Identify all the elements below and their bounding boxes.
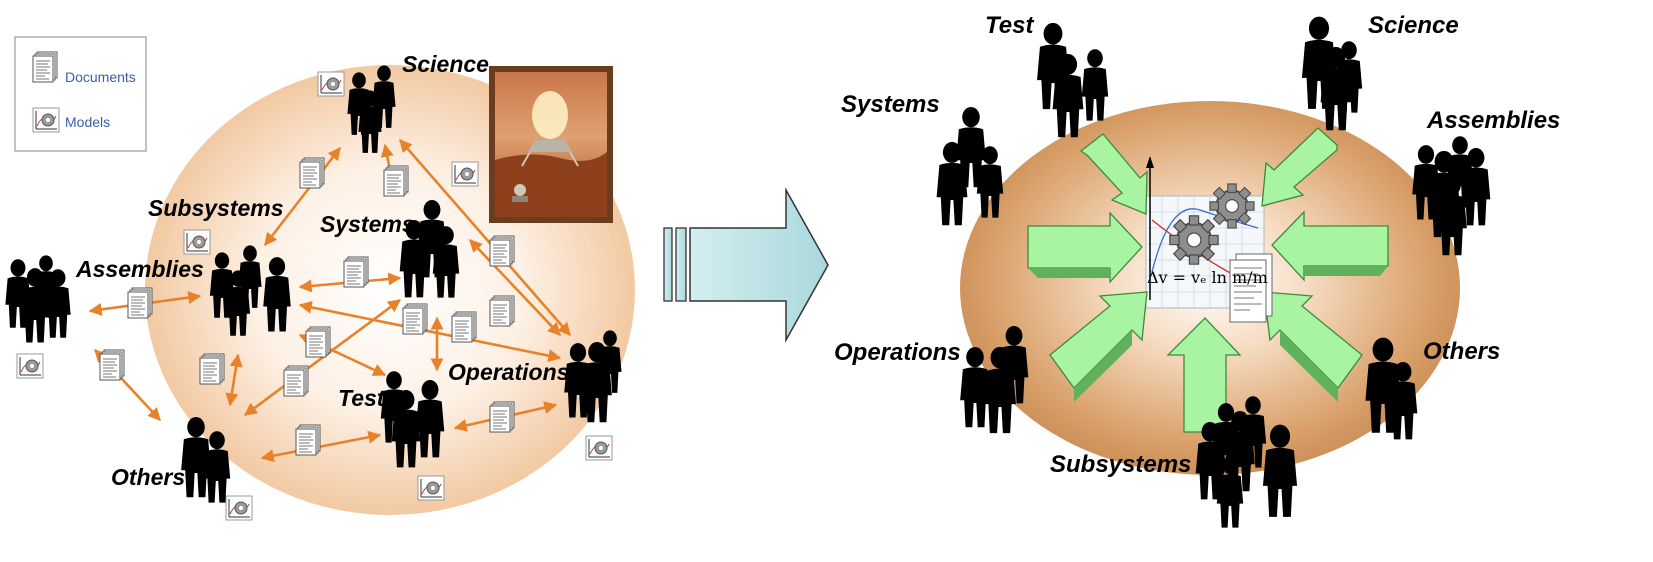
left-label-systems: Systems: [320, 211, 415, 237]
right-label-science: Science: [1368, 12, 1459, 39]
model-icon: [317, 71, 345, 97]
left-label-assemblies: Assemblies: [75, 256, 204, 282]
test-group-icon: [1037, 22, 1109, 138]
right-label-assemblies: Assemblies: [1426, 107, 1560, 134]
mars-lander-image: [489, 66, 613, 223]
document-icon: [299, 157, 325, 189]
document-icon: [305, 326, 331, 358]
document-icon: [489, 295, 515, 327]
left-labels: Science Subsystems Systems Assemblies Op…: [75, 51, 569, 490]
document-icon: [283, 365, 309, 397]
legend-document-icon: [32, 51, 58, 83]
science-group-icon: [1301, 16, 1363, 131]
assemblies-group-icon: [5, 255, 71, 343]
right-label-subsystems: Subsystems: [1050, 451, 1191, 478]
right-diagram: Δv = vₑ ln m/m: [834, 12, 1560, 528]
center-document-icon: [1229, 253, 1273, 323]
systems-group-icon: [936, 106, 1004, 226]
right-label-systems: Systems: [841, 91, 940, 118]
transition-arrow: [663, 187, 829, 343]
legend-model-icon: [32, 107, 60, 133]
document-icon: [451, 311, 477, 343]
right-label-operations: Operations: [834, 339, 961, 366]
legend-documents-label: Documents: [65, 69, 136, 85]
right-label-others: Others: [1423, 338, 1500, 365]
right-labels: Test Science Systems Assemblies Operatio…: [834, 12, 1560, 478]
left-label-operations: Operations: [448, 359, 569, 385]
document-icon: [99, 349, 125, 381]
right-label-test: Test: [985, 12, 1034, 39]
model-icon: [225, 495, 253, 521]
document-icon: [127, 287, 153, 319]
green-inbound-arrows: [1027, 127, 1389, 433]
document-icon: [402, 303, 428, 335]
legend: Documents Models: [14, 36, 147, 152]
model-icon: [16, 353, 44, 379]
document-icon: [489, 235, 515, 267]
left-label-others: Others: [111, 464, 185, 490]
left-label-test: Test: [338, 385, 386, 411]
model-icon: [585, 435, 613, 461]
document-icon: [199, 353, 225, 385]
document-icon: [383, 165, 409, 197]
left-label-subsystems: Subsystems: [148, 195, 284, 221]
left-label-science: Science: [402, 51, 489, 77]
rocket-equation-formula: Δv = vₑ ln m/m: [1147, 268, 1268, 287]
legend-models-label: Models: [65, 114, 110, 130]
document-icon: [489, 401, 515, 433]
document-icon: [295, 424, 321, 456]
left-diagram: Documents Models: [5, 36, 635, 521]
document-icon: [343, 256, 369, 288]
model-icon: [417, 475, 445, 501]
model-icon: [183, 229, 211, 255]
model-icon: [451, 161, 479, 187]
